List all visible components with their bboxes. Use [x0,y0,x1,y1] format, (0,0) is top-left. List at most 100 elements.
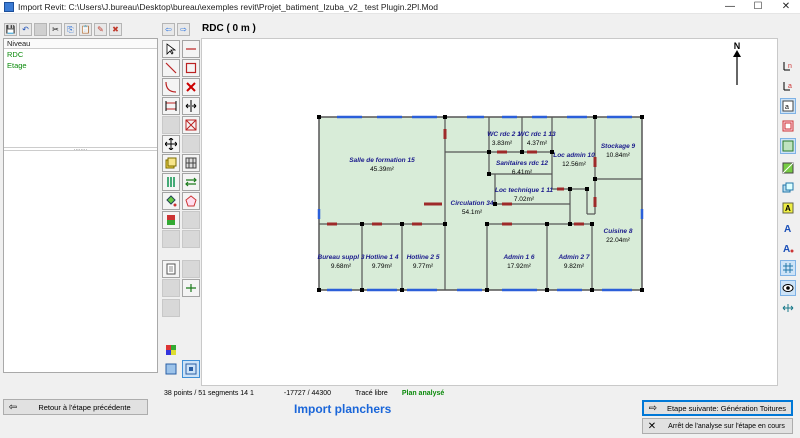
minimize-button[interactable]: — [725,1,735,12]
room-name: Hotline 2 5 [407,254,440,261]
level-header: Niveau [4,39,157,49]
stop-analysis-label: Arrêt de l'analyse sur l'étape en cours [668,422,785,430]
wall-material-icon[interactable] [162,211,180,229]
horizontal-resize-icon[interactable] [780,300,796,316]
app-icon [4,1,14,12]
previous-step-button[interactable]: ⇦ Retour à l'étape précédente [3,399,148,415]
window-title: Import Revit: C:\Users\J.bureau\Desktop\… [18,1,439,12]
parallel-lines-icon[interactable] [162,97,180,115]
layers-icon[interactable] [162,360,180,378]
rectangle-tool-icon[interactable] [182,59,200,77]
font-style-icon[interactable]: A [780,240,796,256]
text-height-icon[interactable]: n [780,58,796,74]
room-name: WC rdc 1 13 [518,131,556,138]
undo-icon[interactable]: ↶ [19,23,32,36]
vertical-bars-icon[interactable] [162,173,180,191]
step-title: Import planchers [294,402,392,416]
disabled-tool-3-icon[interactable] [182,211,200,229]
room-area: 10.84m² [606,152,631,159]
disabled-tool-6-icon[interactable] [182,260,200,278]
blank-icon[interactable] [34,23,47,36]
color-palette-icon[interactable] [162,341,180,359]
arrow-right-icon: ⇨ [648,402,658,414]
room-name: Cuisine 8 [604,228,633,235]
svg-text:A: A [785,204,791,213]
split-room-icon[interactable] [182,279,200,297]
disabled-tool-icon[interactable] [162,116,180,134]
move-tool-icon[interactable] [162,135,180,153]
room-area: 9.82m² [564,263,585,270]
copy-layer-icon[interactable] [780,180,796,196]
room-area-icon[interactable] [780,118,796,134]
swap-icon[interactable] [182,173,200,191]
room-labels: Salle de formation 15 45.39m² WC rdc 2 1… [318,131,636,270]
level-nav: ⇦ ⇨ [162,23,190,36]
disabled-tool-4-icon[interactable] [162,230,180,248]
room-name: WC rdc 2 1 [487,131,521,138]
room-area: 45.39m² [370,166,395,173]
room-area: 12.56m² [562,161,587,168]
text-label-icon[interactable]: A [780,200,796,216]
next-step-label: Etape suivante: Génération Toitures [666,403,787,413]
delete-icon[interactable]: ✖ [109,23,122,36]
line-tool-icon[interactable] [182,40,200,58]
arc-tool-icon[interactable] [162,78,180,96]
level-panel: Niveau RDC Etage ........ [3,38,158,373]
text-align-icon[interactable]: a [780,78,796,94]
floor-plan[interactable]: N [202,39,777,385]
cut-icon[interactable]: ✂ [49,23,62,36]
room-name: Bureau suppl 3 [318,254,365,261]
diagonal-line-icon[interactable] [162,59,180,77]
svg-text:a: a [785,104,789,111]
fit-extents-icon[interactable] [182,116,200,134]
panel-splitter[interactable]: ........ [4,146,157,152]
svg-text:a: a [788,83,792,90]
analysis-status: Plan analysé [401,389,445,397]
title-bar: Import Revit: C:\Users\J.bureau\Desktop\… [0,0,800,14]
copy-icon[interactable]: ⎘ [64,23,77,36]
target-view-icon[interactable] [182,360,200,378]
room-name: Hotline 1 4 [366,254,399,261]
polygon-tool-icon[interactable] [182,192,200,210]
north-label: N [734,41,741,51]
paint-bucket-icon[interactable] [162,192,180,210]
draw-mode: Tracé libre [355,389,388,397]
next-arrow-icon[interactable]: ⇨ [177,23,190,36]
room-area: 9.77m² [413,263,434,270]
disabled-tool-8-icon[interactable] [162,299,180,317]
grid-tool-icon[interactable] [182,154,200,172]
disabled-tool-7-icon[interactable] [162,279,180,297]
delete-segment-icon[interactable] [182,78,200,96]
disabled-tool-2-icon[interactable] [182,135,200,153]
visibility-eye-icon[interactable] [780,280,796,296]
grid-snap-icon[interactable] [780,260,796,276]
copy-room-icon[interactable] [162,154,180,172]
next-step-button[interactable]: ⇨ Etape suivante: Génération Toitures [642,400,793,416]
split-horizontal-icon[interactable] [182,97,200,115]
svg-text:A: A [783,244,790,254]
stop-analysis-button[interactable]: ✕ Arrêt de l'analyse sur l'étape en cour… [642,418,793,434]
drawing-canvas[interactable]: N [201,38,778,386]
level-item-etage[interactable]: Etage [7,61,27,70]
maximize-button[interactable]: ☐ [753,1,763,12]
level-item-rdc[interactable]: RDC [7,50,24,59]
level-title: RDC ( 0 m ) [202,23,256,34]
document-icon[interactable] [162,260,180,278]
previous-step-label: Retour à l'étape précédente [38,402,131,412]
room-name: Salle de formation 15 [349,157,415,164]
room-fill-icon[interactable] [780,138,796,154]
north-arrow-icon [733,50,741,85]
disabled-tool-5-icon[interactable] [182,230,200,248]
room-label-icon[interactable]: a [780,98,796,114]
room-name: Circulation 34 [451,200,494,207]
erase-icon[interactable]: ✎ [94,23,107,36]
font-color-icon[interactable]: A [780,220,796,236]
paste-icon[interactable]: 📋 [79,23,92,36]
arrow-left-icon: ⇦ [8,401,18,413]
close-button[interactable]: ✕ [781,1,791,12]
select-pointer-icon[interactable] [162,40,180,58]
save-icon[interactable]: 💾 [4,23,17,36]
color-swatch-icon[interactable] [780,160,796,176]
room-area: 4.37m² [527,140,548,147]
previous-arrow-icon[interactable]: ⇦ [162,23,175,36]
